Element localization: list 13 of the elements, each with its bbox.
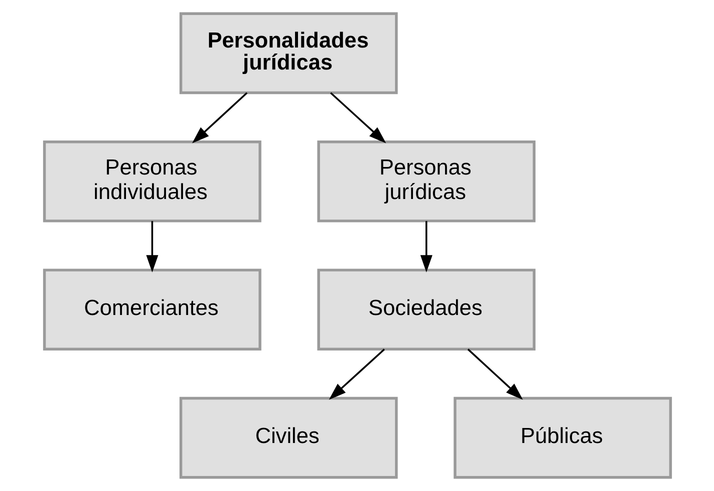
arrow [330, 92, 386, 144]
arrow [466, 348, 522, 400]
arrow [192, 92, 248, 144]
node-box: Sociedades [316, 268, 535, 351]
node-box: Civiles [179, 396, 398, 479]
arrow [328, 348, 384, 400]
node-box: Personas jurídicas [316, 140, 535, 222]
node-box: Personalidades jurídicas [179, 12, 398, 94]
node-box: Comerciantes [42, 268, 261, 351]
arrow [420, 221, 432, 272]
node-box: Personas individuales [42, 140, 261, 222]
arrow [146, 221, 158, 272]
node-box: Públicas [453, 396, 672, 479]
